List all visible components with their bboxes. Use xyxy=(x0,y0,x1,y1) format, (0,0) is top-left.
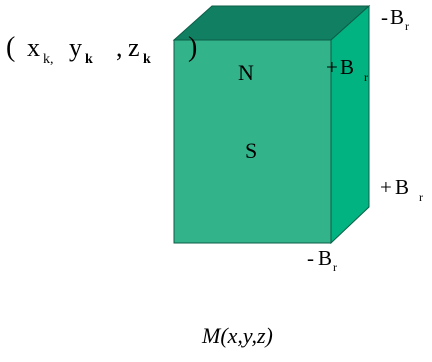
remanence-subscript: r xyxy=(333,260,337,274)
cube-front-face xyxy=(173,39,332,244)
coordinate-close-paren: ) xyxy=(188,32,197,63)
remanence-subscript: r xyxy=(419,190,423,204)
coordinate-x-subscript: k, xyxy=(43,52,54,67)
remanence-symbol: B xyxy=(390,5,404,29)
remanence-symbol: B xyxy=(318,246,332,270)
cube-side-face xyxy=(330,4,370,245)
remanence-symbol: B xyxy=(340,55,354,79)
coordinate-x-symbol: x xyxy=(27,33,40,62)
coordinate-open-paren: ( xyxy=(6,32,15,63)
south-pole-label: S xyxy=(245,138,257,163)
north-pole-label: N xyxy=(238,60,254,85)
remanence-label-top-right: - B r xyxy=(381,5,409,33)
remanence-label-side-upper: + B r xyxy=(326,55,368,84)
coordinate-separator: , xyxy=(116,33,123,62)
remanence-subscript: r xyxy=(405,19,409,33)
source-point-coordinates: ( x k, y k , z k ) xyxy=(6,32,197,67)
coordinate-y-subscript: k xyxy=(85,52,93,67)
remanence-sign: - xyxy=(381,5,388,29)
remanence-symbol: B xyxy=(395,175,409,199)
remanence-sign: + xyxy=(326,55,338,79)
coordinate-z-subscript: k xyxy=(143,52,151,67)
remanence-sign: - xyxy=(307,246,314,270)
remanence-label-side-lower: + B r xyxy=(380,175,423,204)
remanence-subscript: r xyxy=(364,70,368,84)
observation-point-label: M(x,y,z) xyxy=(201,323,273,348)
coordinate-y-symbol: y xyxy=(69,33,82,62)
coordinate-z-symbol: z xyxy=(128,33,140,62)
remanence-sign: + xyxy=(380,175,392,199)
remanence-label-bottom: - B r xyxy=(307,246,337,274)
